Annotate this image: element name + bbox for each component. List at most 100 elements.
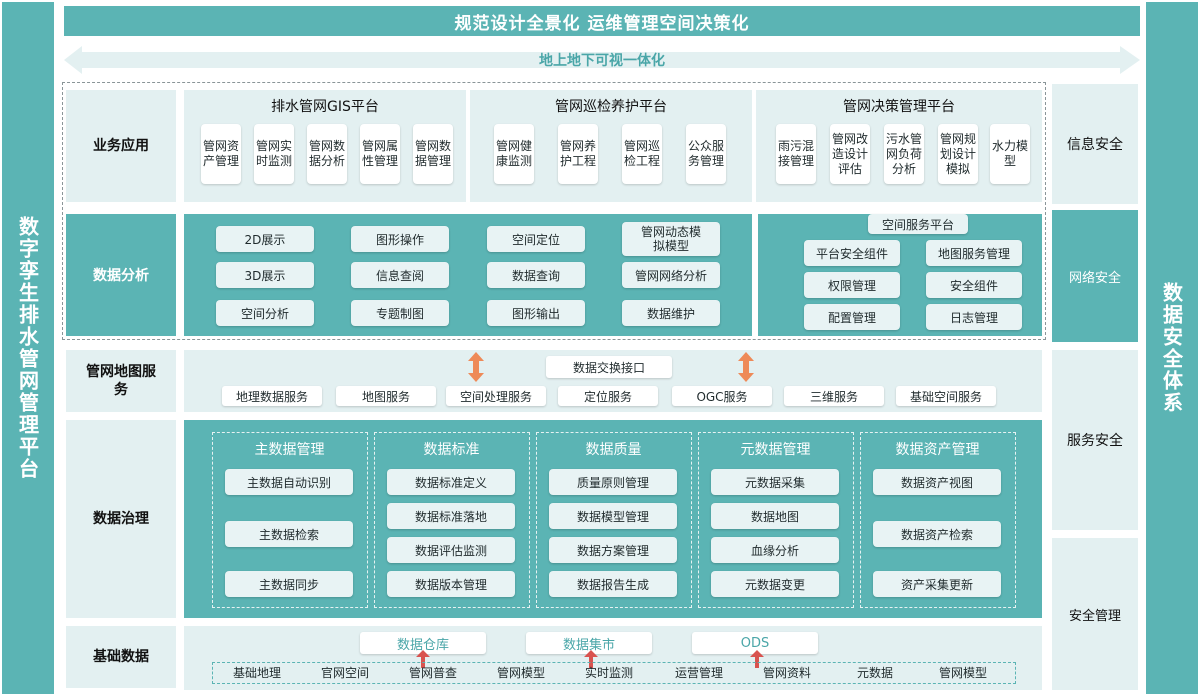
analysis-item: 3D展示: [216, 262, 314, 288]
space-service-title: 空间服务平台: [868, 214, 968, 234]
double-arrow-icon: [64, 46, 1140, 74]
base-data-item: 管网模型: [938, 666, 987, 680]
arrow-banner-text: 地上地下可视一体化: [539, 53, 665, 69]
governance-group-title: 数据标准: [423, 442, 480, 458]
governance-item: 数据资产检索: [873, 521, 1001, 547]
security-info: 信息安全: [1052, 84, 1138, 204]
business-section-title: 管网决策管理平台: [843, 99, 955, 115]
governance-label: 数据治理: [66, 420, 176, 618]
business-card: 水力模型: [990, 124, 1030, 184]
business-card: 污水管网负荷分析: [884, 124, 924, 184]
business-section-gis: 排水管网GIS平台 管网资产管理 管网实时监测 管网数据分析 管网属性管理 管网…: [184, 90, 466, 202]
base-data-item: 官网空间: [320, 666, 369, 680]
base-data-item: 管网模型: [496, 666, 545, 680]
security-system-title: 数据安全体系: [1159, 282, 1184, 414]
security-network: 网络安全: [1052, 210, 1138, 342]
space-service-panel: 空间服务平台 平台安全组件 地图服务管理 权限管理 安全组件 配置管理 日志管理: [758, 214, 1042, 336]
space-service-item: 权限管理: [804, 272, 900, 298]
governance-group-title: 数据资产管理: [895, 442, 980, 458]
analysis-item: 管网网络分析: [622, 262, 720, 288]
map-service-panel: 数据交换接口 地理数据服务 地图服务 空间处理服务 定位服务 OGC服务 三维服…: [184, 350, 1042, 412]
map-service-item: 基础空间服务: [896, 386, 996, 406]
governance-item: 数据地图: [711, 503, 839, 529]
up-arrow-icon: [750, 650, 764, 668]
base-data-item: 实时监测: [584, 666, 633, 680]
base-data-label: 基础数据: [66, 626, 176, 688]
business-section-title: 排水管网GIS平台: [271, 99, 379, 115]
map-service-item: 定位服务: [558, 386, 658, 406]
analysis-label: 数据分析: [66, 214, 176, 336]
base-data-strip: 基础地理 官网空间 管网普查 管网模型 实时监测 运营管理 管网资料 元数据 管…: [212, 662, 1016, 684]
business-section-inspection: 管网巡检养护平台 管网健康监测 管网养护工程 管网巡检工程 公众服务管理: [470, 90, 752, 202]
governance-item: 质量原则管理: [549, 469, 677, 495]
analysis-item: 数据维护: [622, 300, 720, 326]
governance-group: 元数据管理 元数据采集 数据地图 血缘分析 元数据变更: [698, 432, 854, 608]
governance-item: 数据版本管理: [387, 571, 515, 597]
business-card: 管网巡检工程: [622, 124, 662, 184]
left-sidebar: 数字孪生排水管网管理平台: [2, 2, 54, 694]
governance-item: 主数据自动识别: [225, 469, 353, 495]
governance-group-title: 元数据管理: [740, 442, 811, 458]
governance-group: 数据标准 数据标准定义 数据标准落地 数据评估监测 数据版本管理: [374, 432, 530, 608]
map-service-item: 地图服务: [336, 386, 436, 406]
space-service-item: 配置管理: [804, 304, 900, 330]
data-store: 数据集市: [526, 632, 652, 654]
space-service-item: 日志管理: [926, 304, 1022, 330]
governance-item: 主数据同步: [225, 571, 353, 597]
governance-group: 数据质量 质量原则管理 数据模型管理 数据方案管理 数据报告生成: [536, 432, 692, 608]
business-card: 管网实时监测: [254, 124, 294, 184]
business-card: 公众服务管理: [686, 124, 726, 184]
governance-item: 血缘分析: [711, 537, 839, 563]
governance-item: 主数据检索: [225, 521, 353, 547]
map-service-item: 空间处理服务: [446, 386, 546, 406]
exchange-arrow-icon: [468, 352, 484, 382]
business-section-title: 管网巡检养护平台: [555, 99, 667, 115]
business-card: 雨污混接管理: [776, 124, 816, 184]
security-service: 服务安全: [1052, 350, 1138, 530]
governance-group: 数据资产管理 数据资产视图 数据资产检索 资产采集更新: [860, 432, 1016, 608]
business-card: 管网资产管理: [201, 124, 241, 184]
governance-item: 元数据变更: [711, 571, 839, 597]
governance-panel: 主数据管理 主数据自动识别 主数据检索 主数据同步 数据标准 数据标准定义 数据…: [184, 420, 1042, 618]
exchange-arrow-icon: [738, 352, 754, 382]
data-exchange-interface: 数据交换接口: [546, 356, 672, 378]
base-data-item: 元数据: [856, 666, 893, 680]
security-management: 安全管理: [1052, 538, 1138, 690]
business-card: 管网改造设计评估: [830, 124, 870, 184]
business-section-decision: 管网决策管理平台 雨污混接管理 管网改造设计评估 污水管网负荷分析 管网规划设计…: [756, 90, 1042, 202]
base-data-panel: 数据仓库 数据集市 ODS 基础地理 官网空间 管网普查 管网模型 实时监测 运…: [184, 626, 1042, 690]
platform-title: 数字孪生排水管网管理平台: [15, 216, 40, 480]
business-card: 管网养护工程: [558, 124, 598, 184]
base-data-item: 管网资料: [762, 666, 811, 680]
governance-item: 数据标准落地: [387, 503, 515, 529]
governance-item: 数据评估监测: [387, 537, 515, 563]
data-store: ODS: [692, 632, 818, 654]
governance-group: 主数据管理 主数据自动识别 主数据检索 主数据同步: [212, 432, 368, 608]
governance-group-title: 数据质量: [585, 442, 642, 458]
governance-item: 数据模型管理: [549, 503, 677, 529]
governance-item: 资产采集更新: [873, 571, 1001, 597]
map-service-item: OGC服务: [672, 386, 772, 406]
analysis-item: 数据查询: [487, 262, 585, 288]
up-arrow-icon: [416, 650, 430, 668]
analysis-item: 专题制图: [351, 300, 449, 326]
space-service-item: 平台安全组件: [804, 240, 900, 266]
analysis-panel: 2D展示 图形操作 空间定位 管网动态模拟模型 3D展示 信息查阅 数据查询 管…: [184, 214, 752, 336]
space-service-item: 地图服务管理: [926, 240, 1022, 266]
space-service-item: 安全组件: [926, 272, 1022, 298]
right-sidebar: 数据安全体系: [1146, 2, 1198, 694]
business-card: 管网健康监测: [494, 124, 534, 184]
business-card: 管网属性管理: [360, 124, 400, 184]
analysis-item: 空间分析: [216, 300, 314, 326]
governance-item: 数据资产视图: [873, 469, 1001, 495]
business-label: 业务应用: [66, 90, 176, 202]
analysis-item: 空间定位: [487, 226, 585, 252]
top-banner: 规范设计全景化 运维管理空间决策化: [64, 6, 1140, 36]
governance-item: 数据方案管理: [549, 537, 677, 563]
governance-item: 元数据采集: [711, 469, 839, 495]
governance-group-title: 主数据管理: [254, 442, 325, 458]
analysis-item: 2D展示: [216, 226, 314, 252]
governance-item: 数据标准定义: [387, 469, 515, 495]
analysis-item: 图形输出: [487, 300, 585, 326]
map-service-label: 管网地图服务: [66, 350, 176, 412]
